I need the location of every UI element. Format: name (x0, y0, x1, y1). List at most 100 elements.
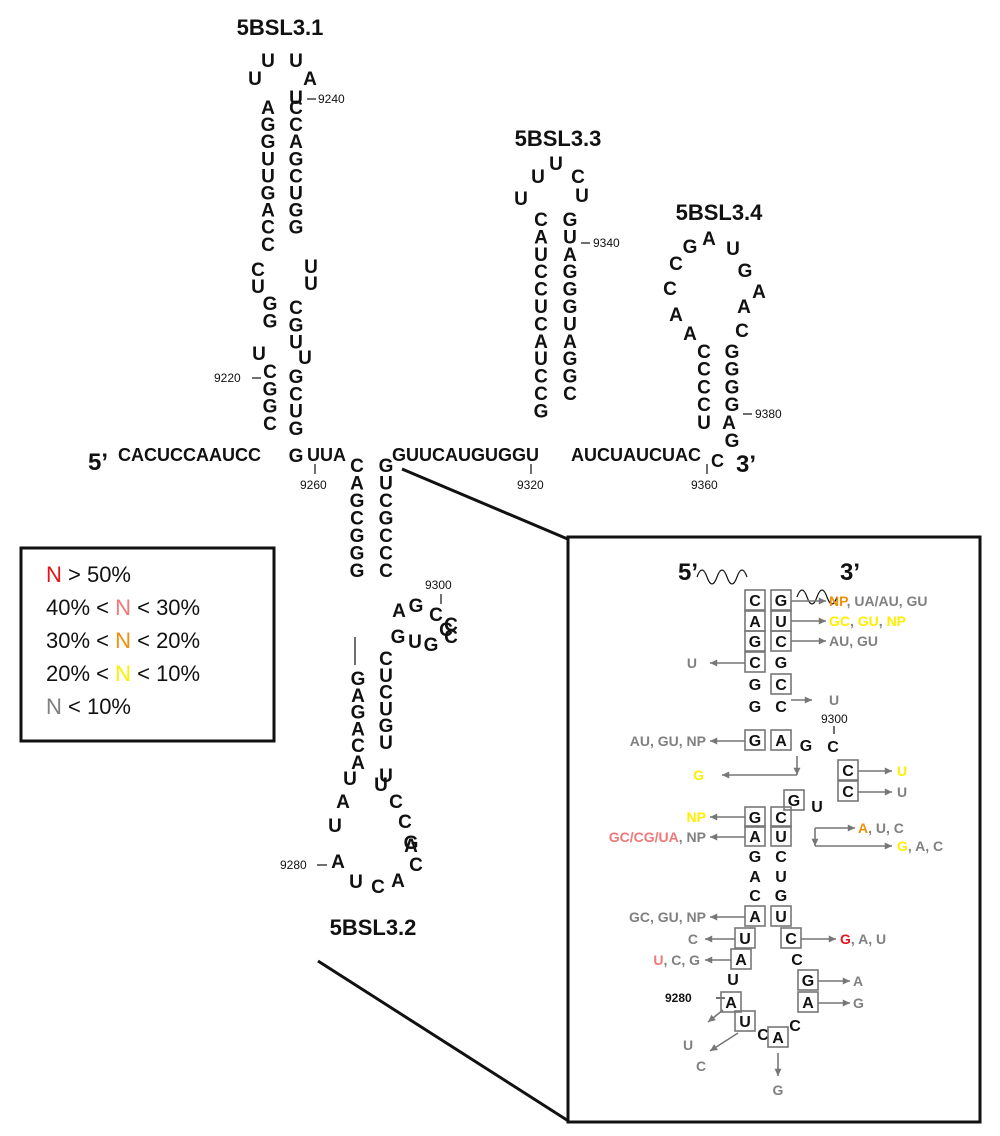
inset-nucleotide: A (725, 995, 737, 1012)
mutation-annotation: U (897, 784, 907, 800)
sl4-nucleotide: A (702, 229, 716, 250)
mutation-arrow-head (710, 813, 718, 821)
mutation-annotation: NP, UA/AU, GU (829, 593, 928, 609)
sl1-nucleotide: A (261, 201, 275, 222)
mutation-annotation-segment: GC (829, 613, 850, 629)
inset-nucleotide: U (775, 869, 787, 886)
sl1-nucleotide: A (289, 132, 303, 153)
inset-nucleotide: A (749, 614, 761, 631)
inset-nucleotide: C (775, 849, 787, 866)
mutation-annotation-segment: , UA/AU, GU (847, 593, 928, 609)
sl1-nucleotide: U (289, 333, 303, 354)
sl1-nucleotide: U (298, 348, 312, 369)
mutation-arrow-head (884, 767, 892, 775)
mutation-annotation-segment: , NP (679, 829, 706, 845)
sl1-nucleotide: U (261, 149, 275, 170)
inset-5prime-squiggle (696, 569, 748, 585)
sl1-nucleotide: G (261, 132, 276, 153)
inset-nucleotide: C (789, 1018, 801, 1035)
mutation-annotation: G (693, 767, 704, 783)
mutation-annotation-segment: GC, GU, NP (629, 909, 706, 925)
mutation-annotation-segment: A (853, 973, 863, 989)
inset-nucleotide: G (749, 810, 761, 827)
sl3-nucleotide: C (571, 167, 585, 188)
mutation-arrow-head (710, 737, 718, 745)
mutation-annotation-segment: , U, C (868, 820, 904, 836)
mutation-arrow-head (884, 788, 892, 796)
sl3-nucleotide: G (563, 262, 578, 283)
legend-color-swatch: N (115, 628, 131, 653)
mutation-arrow-head (811, 838, 819, 846)
inset-boxed-nucleotide (720, 991, 742, 1013)
sl1-nucleotide: G (263, 379, 278, 400)
title-5bsl3-1: 5BSL3.1 (237, 15, 324, 40)
inset-nucleotide: G (788, 793, 800, 810)
sl2-nucleotide: C (429, 605, 443, 626)
inset-pointer-bottom (317, 959, 571, 1124)
color-legend (19, 546, 276, 743)
mutation-annotation-segment: U (897, 784, 907, 800)
pos-9300: 9300 (425, 578, 452, 592)
mutation-annotation: G (853, 995, 864, 1011)
inset-boxed-nucleotide (744, 630, 766, 652)
sl3-nucleotide: C (534, 314, 548, 335)
sl3-nucleotide: A (534, 227, 548, 248)
sl1-nucleotide: C (289, 298, 303, 319)
inset-nucleotide: A (772, 1030, 784, 1047)
sl1-nucleotide: G (263, 397, 278, 418)
mutation-annotation: C (688, 931, 698, 947)
sl3-nucleotide: G (534, 401, 549, 422)
mutation-arrow-head (705, 935, 713, 943)
inset-nucleotide: C (775, 810, 787, 827)
sl1-nucleotide: U (289, 402, 303, 423)
sl1-nucleotide: A (303, 69, 317, 90)
title-5bsl3-3: 5BSL3.3 (515, 126, 602, 151)
inset-nucleotide: U (775, 614, 787, 631)
mutation-arrow-head (828, 935, 836, 943)
sl2-nucleotide: U (374, 775, 388, 796)
mutation-annotation-segment: GC/CG/UA (609, 829, 679, 845)
sl3-nucleotide: A (534, 332, 548, 353)
sl4-nucleotide: G (725, 360, 740, 381)
legend-item: 20% < N < 10% (46, 661, 200, 686)
sl2-nucleotide: U (379, 666, 393, 687)
mutation-annotation-segment: , (850, 613, 858, 629)
sl2-nucleotide: C (371, 877, 385, 898)
mutation-arrow-head (818, 597, 826, 605)
sl2-nucleotide: A (336, 792, 350, 813)
sl2-nucleotide: C (379, 561, 393, 582)
inset-boxed-nucleotide (744, 729, 766, 751)
legend-items: N > 50% 40% < N < 30% 30% < N < 20% 20% < N… (46, 562, 200, 719)
tail-sequence: C (711, 451, 724, 471)
inset-nucleotide: G (749, 849, 761, 866)
inset-five-prime-end: 5’ (678, 559, 698, 586)
sl3-nucleotide: U (563, 314, 577, 335)
inset-boxed-nucleotide (783, 789, 805, 811)
legend-item: 30% < N < 20% (46, 628, 200, 653)
sl2-nucleotide: A (351, 686, 365, 707)
mutation-annotation: G (773, 1082, 784, 1098)
sl2-nucleotide: G (351, 669, 366, 690)
sl1-nucleotide: U (289, 88, 303, 109)
mutation-arrow-head (847, 824, 855, 832)
sl4-nucleotide: U (697, 413, 711, 434)
inset-nucleotide: G (775, 888, 787, 905)
inset-nucleotide: A (735, 952, 747, 969)
sl3-nucleotide: U (575, 186, 589, 207)
legend-item: 40% < N < 30% (46, 595, 200, 620)
mutation-annotation-segment: U (897, 763, 907, 779)
inset-nucleotide: U (775, 909, 787, 926)
sl1-nucleotide: G (261, 115, 276, 136)
legend-item: N > 50% (46, 562, 131, 587)
sl2-nucleotide: U (343, 769, 357, 790)
inset-nucleotide: U (811, 799, 823, 816)
sl4-stop-codon-nucleotide: G (738, 261, 753, 282)
mutation-annotation-segment: U (683, 1037, 693, 1053)
sl1-nucleotide: U (251, 277, 265, 298)
inset-boxed-nucleotide (770, 589, 792, 611)
mutation-arrow-head (818, 617, 826, 625)
legend-range-suffix: < 30% (131, 595, 200, 620)
inset-boxed-nucleotide (744, 905, 766, 927)
